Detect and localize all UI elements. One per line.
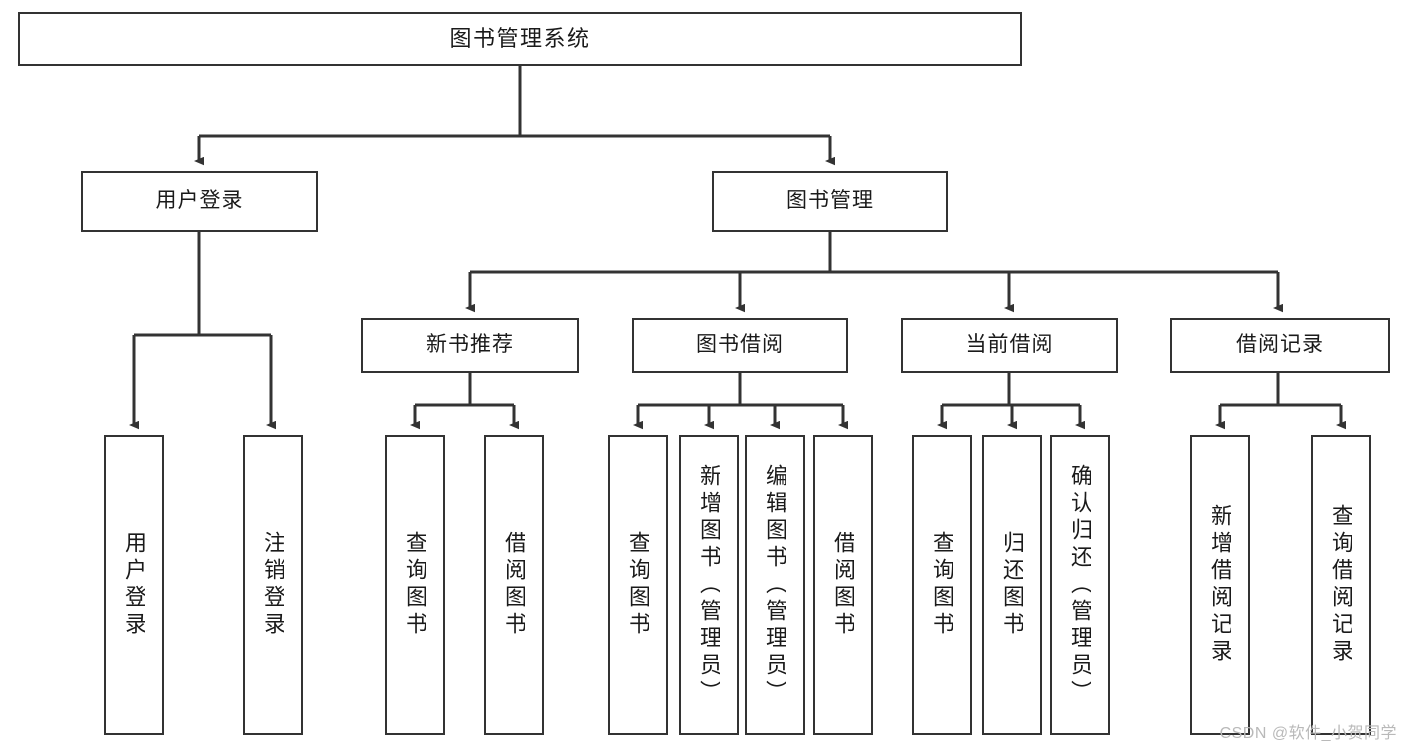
node-new-book-recommend[interactable]: 新书推荐 [361,318,579,373]
leaf-node[interactable]: 编辑图书（管理员） [745,435,805,735]
node-current-borrow-label: 当前借阅 [965,333,1054,357]
leaf-node-label: 查询图书 [404,531,426,639]
leaf-node[interactable]: 用户登录 [104,435,164,735]
leaf-node[interactable]: 借阅图书 [813,435,873,735]
node-book-management-label: 图书管理 [786,189,874,213]
leaf-node[interactable]: 借阅图书 [484,435,544,735]
leaf-node-label: 确认归还（管理员） [1069,463,1091,707]
node-book-borrow[interactable]: 图书借阅 [632,318,848,373]
node-borrow-records[interactable]: 借阅记录 [1170,318,1390,373]
leaf-node-label: 注销登录 [262,531,284,639]
watermark-text: CSDN @软件_小贺同学 [1219,725,1397,742]
leaf-node-label: 用户登录 [123,531,145,639]
leaf-node-label: 借阅图书 [832,531,854,639]
node-book-borrow-label: 图书借阅 [696,333,784,357]
leaf-node-label: 查询图书 [627,531,649,639]
leaf-node[interactable]: 查询借阅记录 [1311,435,1371,735]
leaf-node[interactable]: 查询图书 [912,435,972,735]
leaf-node[interactable]: 查询图书 [608,435,668,735]
leaf-node-label: 借阅图书 [503,531,525,639]
leaf-node-label: 归还图书 [1001,531,1023,639]
node-user-login-label: 用户登录 [155,189,244,213]
node-book-management[interactable]: 图书管理 [712,171,948,232]
node-root-label: 图书管理系统 [449,26,591,52]
leaf-node[interactable]: 查询图书 [385,435,445,735]
leaf-node[interactable]: 归还图书 [982,435,1042,735]
leaf-node[interactable]: 新增借阅记录 [1190,435,1250,735]
leaf-node-label: 查询借阅记录 [1330,504,1352,666]
node-user-login[interactable]: 用户登录 [81,171,318,232]
node-root[interactable]: 图书管理系统 [18,12,1022,66]
node-new-book-recommend-label: 新书推荐 [426,333,514,357]
leaf-node-label: 编辑图书（管理员） [764,463,786,707]
leaf-node[interactable]: 确认归还（管理员） [1050,435,1110,735]
leaf-node-label: 新增图书（管理员） [698,463,720,707]
node-current-borrow[interactable]: 当前借阅 [901,318,1118,373]
leaf-node[interactable]: 新增图书（管理员） [679,435,739,735]
leaf-node[interactable]: 注销登录 [243,435,303,735]
leaf-node-label: 查询图书 [931,531,953,639]
leaf-node-label: 新增借阅记录 [1209,504,1231,666]
node-borrow-records-label: 借阅记录 [1236,333,1324,357]
